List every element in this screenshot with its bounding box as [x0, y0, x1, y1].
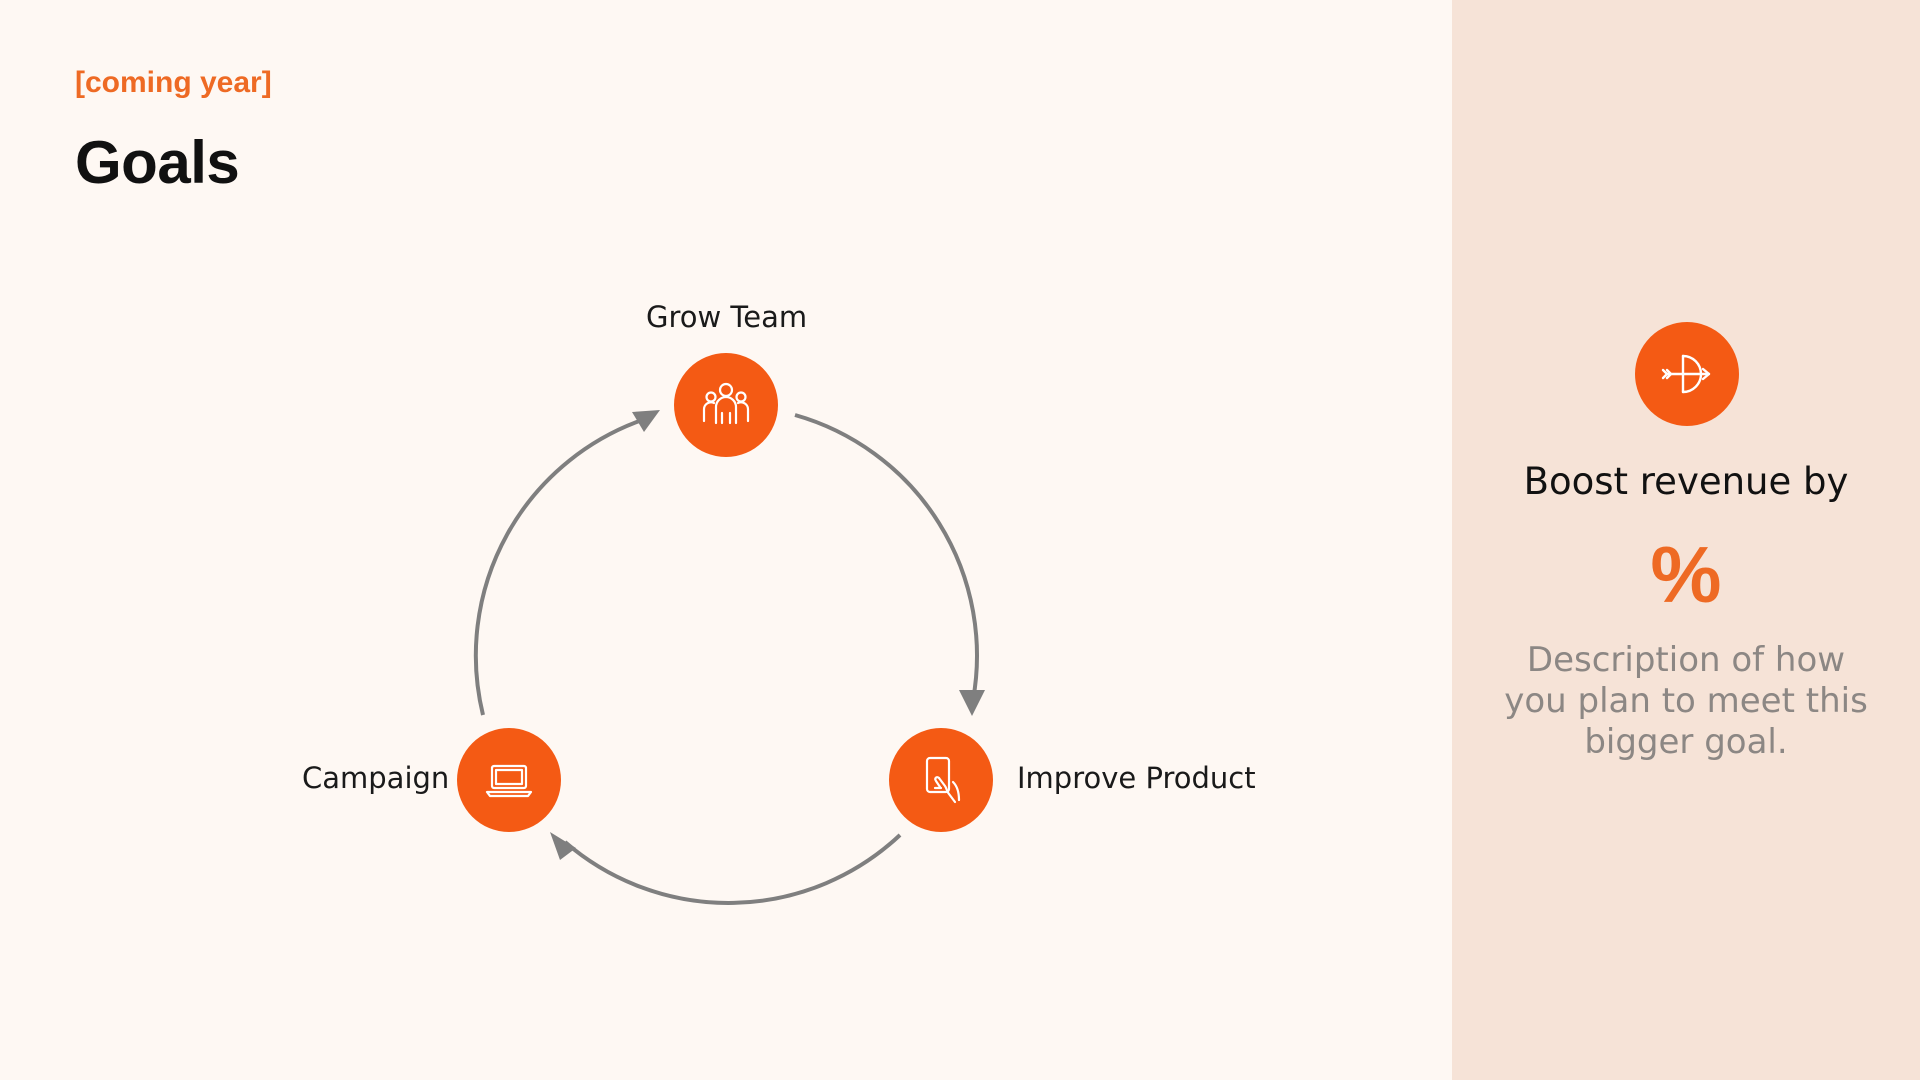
hand-tablet-icon — [925, 756, 961, 804]
node-label-campaign: Campaign — [302, 761, 450, 795]
node-campaign — [457, 728, 561, 832]
node-grow-team — [674, 353, 778, 457]
people-group-icon — [702, 382, 750, 425]
node-label-improve-product: Improve Product — [1017, 761, 1256, 795]
goal-description: Description of how you plan to meet this… — [1504, 640, 1868, 762]
node-label-grow-team: Grow Team — [646, 300, 808, 334]
arrow-grow-team-to-improve-product — [794, 413, 979, 701]
arrowhead-campaign — [550, 832, 576, 860]
bow-and-arrow-icon — [1661, 354, 1711, 394]
cycle-arrows — [473, 410, 985, 905]
arrowhead-improve-product — [959, 690, 985, 716]
node-improve-product — [889, 728, 993, 832]
goal-value: % — [1650, 530, 1722, 619]
kicker-label: [coming year] — [75, 66, 272, 99]
arrow-campaign-to-grow-team — [473, 416, 649, 716]
page-title: Goals — [75, 129, 240, 196]
sidebar-panel: Boost revenue by % Description of how yo… — [1452, 0, 1920, 1080]
arrow-improve-product-to-campaign — [563, 833, 902, 905]
goal-heading: Boost revenue by — [1523, 460, 1849, 503]
goals-cycle-diagram: Grow Team — [302, 300, 1256, 905]
laptop-icon — [485, 764, 533, 798]
sidebar-icon-badge — [1635, 322, 1739, 426]
arrowhead-grow-team — [632, 410, 660, 432]
